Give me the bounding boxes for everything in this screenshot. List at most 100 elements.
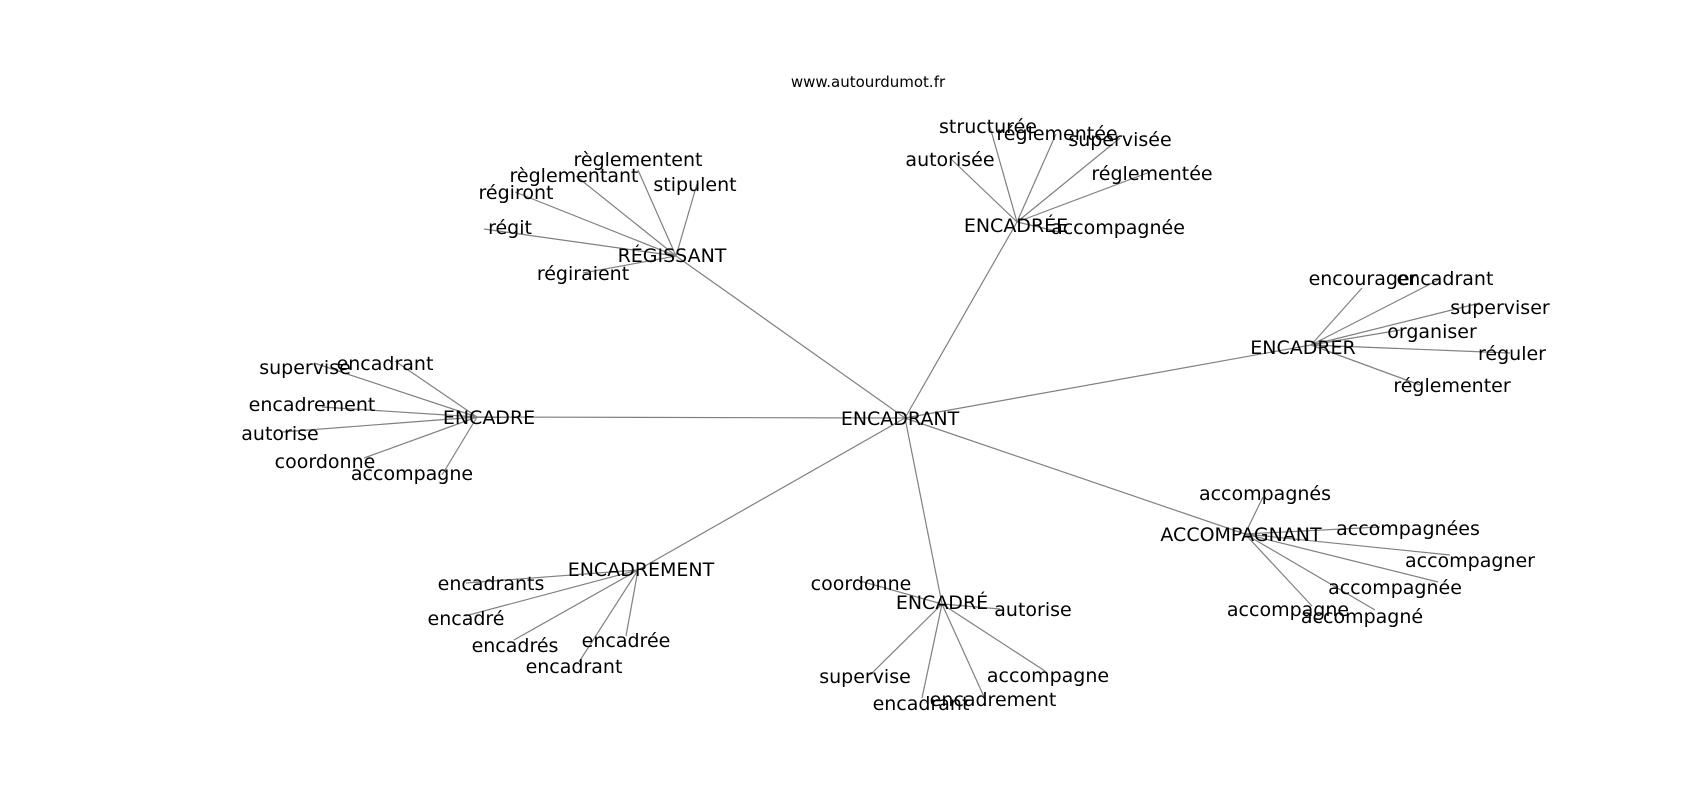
- leaf-node-accompagnant-1: accompagnées: [1336, 518, 1480, 540]
- leaf-node-encadre-acc-4: encadrement: [930, 689, 1057, 711]
- edge-encadree-leaf-5: [1016, 221, 1061, 233]
- leaf-node-encadre-acc-5: encadrant: [873, 693, 970, 715]
- edges-layer: [281, 126, 1511, 700]
- edge-encadre-acc-leaf-3: [941, 603, 1046, 672]
- edge-regissant-leaf-1: [575, 175, 677, 257]
- leaf-node-encadre-1: encadrant: [337, 353, 434, 375]
- edge-encadre-acc-leaf-0: [859, 580, 943, 605]
- leaf-node-regissant-0: règlementent: [574, 149, 703, 171]
- leaf-node-encadree-1: réglementée: [996, 123, 1117, 145]
- edge-accompagnant-leaf-4: [1244, 533, 1313, 607]
- leaf-node-encadrement-3: encadrée: [582, 630, 671, 652]
- edge-encadrer-leaf-0: [1310, 287, 1363, 346]
- leaf-node-encadrement-0: encadrants: [438, 573, 545, 595]
- leaf-node-encadrement-2: encadrés: [472, 635, 559, 657]
- leaf-node-regissant-2: stipulent: [653, 174, 736, 196]
- edge-encadre-leaf-2: [321, 406, 478, 418]
- edge-center-encadre: [476, 416, 906, 419]
- leaf-node-encadrer-0: encourager: [1309, 268, 1418, 290]
- leaf-node-encadrer-3: organiser: [1387, 321, 1477, 343]
- edge-encadre-leaf-4: [363, 416, 478, 459]
- leaf-node-encadre-acc-3: accompagne: [987, 665, 1109, 687]
- edge-regissant-leaf-5: [582, 255, 677, 274]
- leaf-node-encadre-3: autorise: [241, 423, 318, 445]
- edge-accompagnant-leaf-3: [1244, 533, 1439, 583]
- leaf-node-accompagnant-3: accompagnée: [1328, 577, 1462, 599]
- leaf-node-encadre-acc-2: supervise: [819, 666, 911, 688]
- edge-encadrement-leaf-0: [465, 569, 639, 584]
- edge-encadre-leaf-0: [313, 362, 478, 418]
- leaf-node-accompagnant-5: accompagné: [1301, 606, 1423, 628]
- leaf-node-encadre-acc-0: coordonne: [811, 573, 912, 595]
- leaf-node-encadrement-4: encadrant: [526, 656, 623, 678]
- hub-node-accompagnant: ACCOMPAGNANT: [1160, 524, 1322, 546]
- edge-encadrement-leaf-1: [464, 569, 639, 617]
- hub-node-encadre: ENCADRE: [443, 407, 535, 429]
- leaf-node-accompagnant-4: accompagne: [1227, 599, 1349, 621]
- leaf-node-encadree-2: supervisée: [1068, 129, 1171, 151]
- edge-encadree-leaf-0: [989, 126, 1018, 223]
- edge-center-encadrer: [904, 344, 1312, 419]
- leaf-node-regissant-3: régiront: [479, 182, 554, 204]
- edge-encadre-leaf-3: [281, 416, 478, 433]
- edge-encadree-leaf-4: [1016, 171, 1151, 223]
- hub-node-regissant: RÉGISSANT: [618, 244, 727, 267]
- leaf-node-encadree-3: autorisée: [905, 149, 994, 171]
- edge-encadre-acc-leaf-1: [941, 603, 1001, 610]
- labels-layer: ENCADRANT RÉGISSANT règlemententrèglement…: [241, 116, 1550, 715]
- edge-encadrer-leaf-5: [1310, 344, 1421, 386]
- leaf-node-encadree-5: accompagnée: [1051, 217, 1185, 239]
- leaf-node-encadrer-4: réguler: [1478, 343, 1546, 365]
- edge-encadre-leaf-5: [441, 416, 478, 476]
- leaf-node-encadre-4: coordonne: [275, 451, 376, 473]
- leaf-node-encadre-5: accompagne: [351, 463, 473, 485]
- edge-encadrement-leaf-4: [578, 569, 639, 663]
- leaf-node-encadrer-5: réglementer: [1393, 375, 1510, 397]
- leaf-node-encadrement-1: encadré: [428, 608, 505, 630]
- leaf-node-encadre-acc-1: autorise: [994, 599, 1071, 621]
- edge-center-encadre-acc: [904, 417, 943, 605]
- edge-encadre-acc-leaf-4: [941, 603, 986, 700]
- edge-center-encadrement: [637, 417, 906, 571]
- edge-encadre-acc-leaf-2: [869, 603, 943, 676]
- edge-regissant-leaf-2: [675, 183, 698, 257]
- leaf-node-accompagnant-2: accompagner: [1405, 550, 1535, 572]
- edge-encadre-leaf-1: [394, 360, 478, 418]
- hub-node-encadrement: ENCADREMENT: [568, 559, 715, 581]
- edge-encadrer-leaf-2: [1310, 302, 1481, 346]
- edge-accompagnant-leaf-1: [1244, 526, 1381, 535]
- leaf-node-encadrer-2: superviser: [1450, 297, 1550, 319]
- edge-regissant-leaf-3: [514, 191, 677, 257]
- leaf-node-encadree-4: réglementée: [1091, 163, 1212, 185]
- leaf-node-encadre-0: supervise: [259, 357, 351, 379]
- hub-node-encadrer: ENCADRER: [1250, 337, 1356, 359]
- edge-encadrer-leaf-1: [1310, 278, 1441, 346]
- leaf-node-encadre-2: encadrement: [249, 394, 376, 416]
- edge-encadree-leaf-2: [1016, 137, 1121, 223]
- edge-encadrement-leaf-2: [513, 569, 639, 641]
- site-url: www.autourdumot.fr: [791, 73, 946, 91]
- hub-node-encadree: ENCADRÉE: [964, 214, 1068, 237]
- leaf-node-accompagnant-0: accompagnés: [1199, 483, 1331, 505]
- edge-accompagnant-leaf-0: [1244, 496, 1264, 535]
- edge-encadrer-leaf-4: [1310, 344, 1511, 354]
- edge-center-encadree: [904, 221, 1018, 419]
- leaf-node-regissant-1: règlementant: [510, 165, 639, 187]
- edge-accompagnant-leaf-2: [1244, 533, 1451, 556]
- edge-encadre-acc-leaf-5: [921, 603, 943, 699]
- leaf-node-encadree-0: structurée: [939, 116, 1037, 138]
- edge-encadrement-leaf-3: [625, 569, 639, 637]
- leaf-node-encadrer-1: encadrant: [1397, 268, 1494, 290]
- center-node-label: ENCADRANT: [841, 408, 960, 430]
- hub-node-encadre-acc: ENCADRÉ: [896, 591, 988, 614]
- edge-regissant-leaf-0: [637, 169, 677, 257]
- edge-regissant-leaf-4: [483, 228, 677, 257]
- edge-encadree-leaf-3: [949, 157, 1018, 223]
- edge-encadree-leaf-1: [1016, 133, 1057, 223]
- edge-center-accompagnant: [904, 417, 1246, 535]
- edge-encadrer-leaf-3: [1310, 329, 1401, 346]
- leaf-node-regissant-4: régit: [488, 217, 532, 239]
- leaf-node-regissant-5: régiraient: [537, 263, 629, 285]
- edge-accompagnant-leaf-5: [1244, 533, 1376, 611]
